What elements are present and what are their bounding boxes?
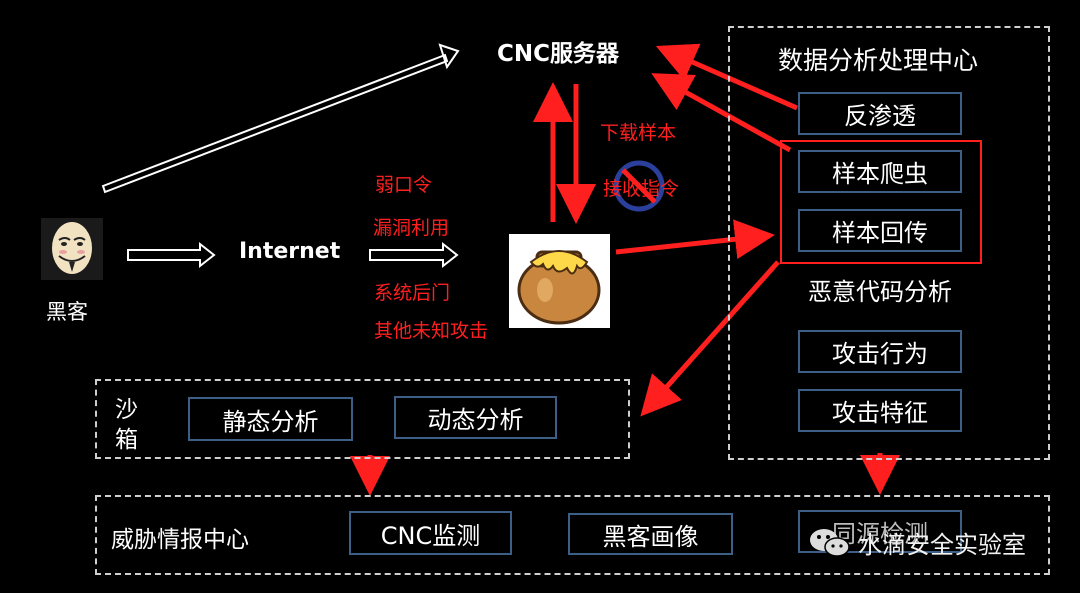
intel-frame	[95, 495, 1050, 575]
hollow-arrow-hacker-to-cnc	[101, 43, 460, 194]
box-malware-analysis: 恶意代码分析	[808, 278, 952, 306]
box-counter-infiltration: 反渗透	[798, 92, 962, 135]
sandbox-frame	[95, 379, 630, 459]
wechat-icon	[808, 526, 852, 560]
data-center-title: 数据分析处理中心	[778, 46, 979, 75]
highlight-frame	[780, 140, 982, 264]
attack-weak-password: 弱口令	[375, 174, 433, 196]
attack-unknown: 其他未知攻击	[374, 320, 489, 342]
data-center-frame	[728, 26, 1050, 460]
hacker-label: 黑客	[46, 300, 88, 324]
hollow-arrow-internet-to-honeypot	[369, 241, 459, 269]
box-dynamic-analysis: 动态分析	[394, 396, 557, 439]
arrow-counter-to-cnc	[655, 43, 799, 111]
box-static-analysis: 静态分析	[188, 397, 353, 441]
intel-label: 威胁情报中心	[111, 527, 249, 553]
hollow-arrow-hacker-to-internet	[127, 241, 216, 269]
sandbox-label-2: 箱	[115, 427, 138, 453]
attack-exploit: 漏洞利用	[373, 217, 450, 239]
prohibited-icon	[613, 160, 665, 212]
honeypot-icon	[509, 234, 610, 328]
hacker-mask-icon	[41, 218, 103, 280]
box-attack-features: 攻击特征	[798, 389, 962, 432]
watermark-text: 水滴安全实验室	[858, 531, 1026, 559]
box-sample-crawler: 样本爬虫	[798, 150, 962, 193]
receive-command-label: 接收指令	[603, 178, 680, 200]
box-attack-behavior: 攻击行为	[798, 330, 962, 373]
arrow-honeypot-to-center	[615, 219, 775, 260]
box-hacker-profile: 黑客画像	[568, 513, 733, 555]
sandbox-label-1: 沙	[115, 397, 138, 423]
watermark: 水滴安全实验室	[808, 525, 1026, 560]
box-sample-return: 样本回传	[798, 209, 962, 252]
box-cnc-monitor: CNC监测	[349, 511, 512, 555]
attack-backdoor: 系统后门	[374, 282, 451, 304]
cnc-server-label: CNC服务器	[497, 41, 620, 67]
arrow-crawler-to-cnc	[651, 73, 792, 153]
arrow-center-to-sandbox	[640, 260, 780, 417]
internet-label: Internet	[239, 239, 341, 264]
download-sample-label: 下载样本	[600, 122, 677, 144]
